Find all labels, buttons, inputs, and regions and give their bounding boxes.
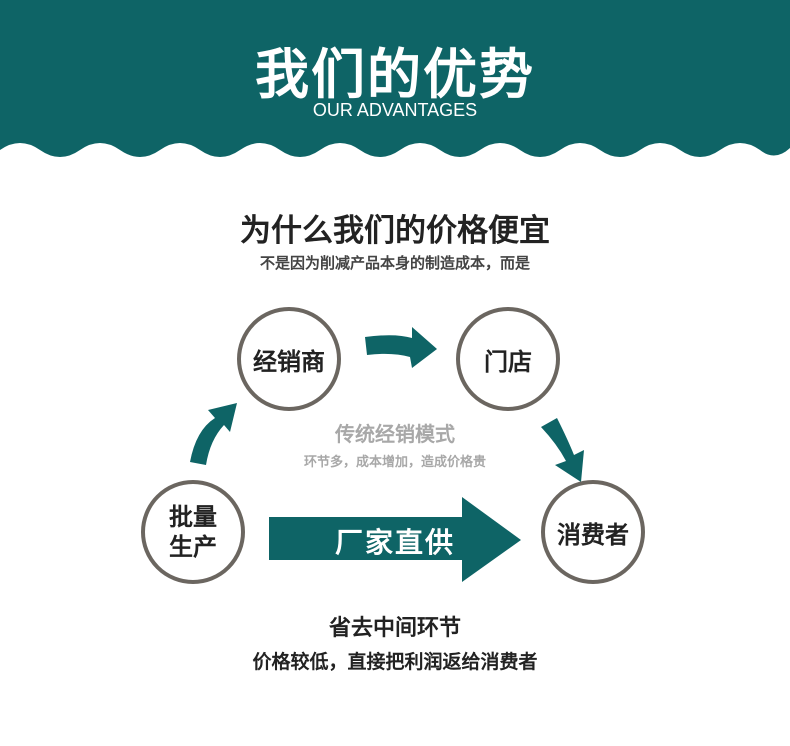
curved-arrow-icon (190, 403, 237, 465)
traditional-mode-title: 传统经销模式 (335, 422, 455, 446)
page-title: 我们的优势 (255, 43, 535, 106)
question-subtitle: 不是因为削减产品本身的制造成本，而是 (259, 254, 530, 272)
page-subtitle: OUR ADVANTAGES (312, 100, 478, 120)
node-mass-production: 批量生产 (141, 480, 245, 584)
node-store: 门店 (456, 307, 560, 411)
conclusion-subtitle: 价格较低，直接把利润返给消费者 (252, 651, 538, 673)
node-distributor: 经销商 (237, 307, 341, 411)
right-arrow-icon (365, 327, 437, 368)
node-consumer: 消费者 (541, 480, 645, 584)
traditional-mode-subtitle: 环节多，成本增加，造成价格贵 (303, 455, 486, 470)
node-distributor-label: 经销商 (253, 347, 325, 376)
node-store-label: 门店 (484, 347, 532, 376)
direct-supply-label: 厂家直供 (334, 526, 455, 559)
curved-arrow-icon (541, 418, 584, 482)
wavy-banner-background (0, 0, 790, 157)
header-banner (0, 0, 790, 175)
direct-supply-arrow (269, 497, 521, 582)
question-title: 为什么我们的价格便宜 (240, 213, 550, 249)
conclusion-title: 省去中间环节 (328, 616, 461, 641)
node-consumer-label: 消费者 (557, 520, 629, 549)
node-mass-production-label: 批量生产 (169, 503, 217, 561)
